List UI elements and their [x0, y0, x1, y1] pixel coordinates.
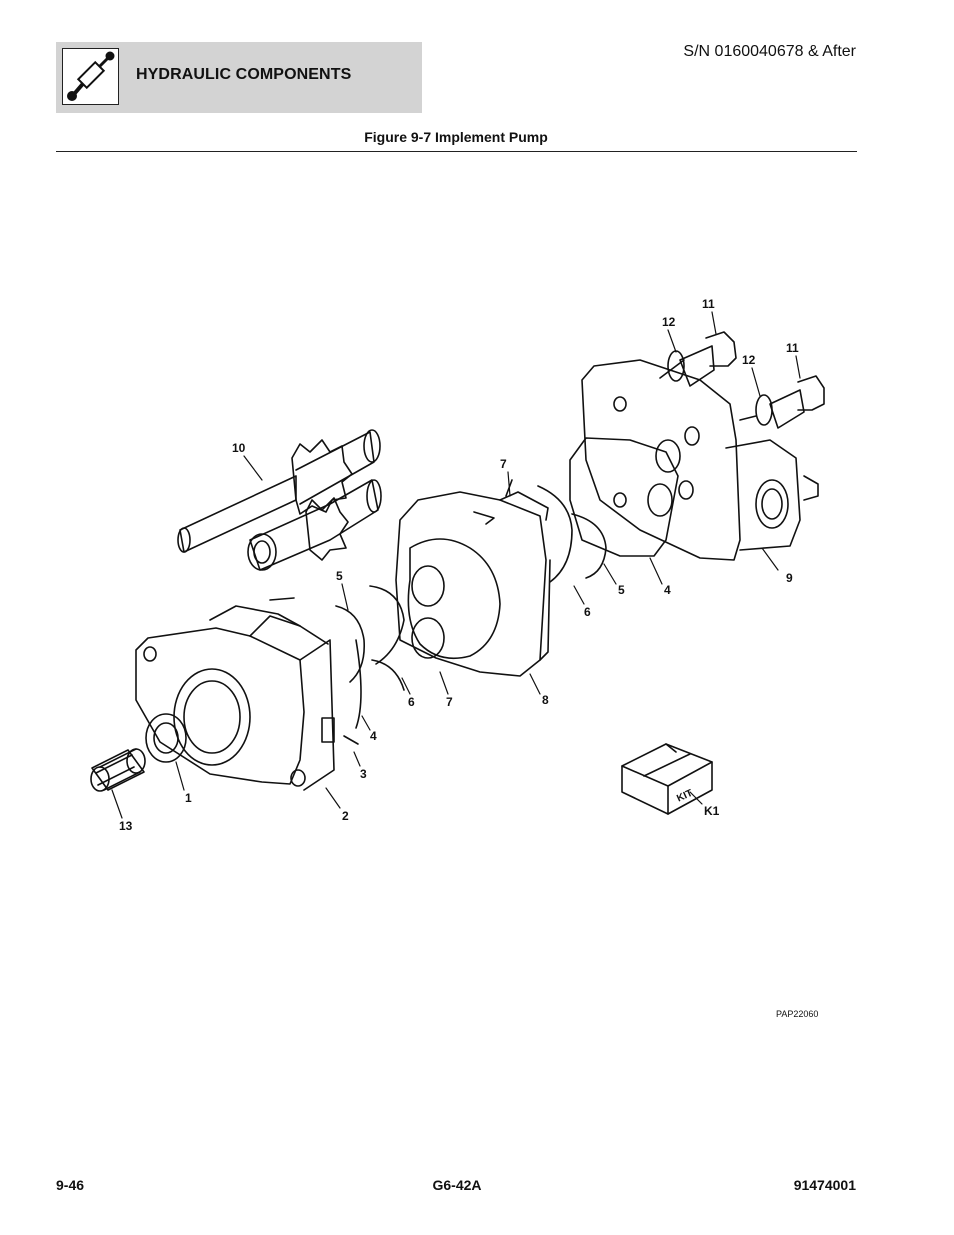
section-title: HYDRAULIC COMPONENTS — [136, 66, 352, 83]
pump-body-part — [395, 479, 551, 677]
callout-4-left: 4 — [370, 729, 377, 743]
callout-7-upper: 7 — [500, 457, 507, 471]
callout-9: 9 — [786, 571, 793, 585]
mounting-flange-part — [135, 597, 359, 791]
callout-12-upper: 12 — [662, 315, 676, 329]
callout-6-right: 6 — [584, 605, 591, 619]
callout-1: 1 — [185, 791, 192, 805]
callout-5-left: 5 — [336, 569, 343, 583]
right-seal-set-part — [537, 485, 607, 583]
callout-6-left: 6 — [408, 695, 415, 709]
callout-11-upper: 11 — [702, 297, 715, 311]
figure-title: Figure 9-7 Implement Pump — [364, 129, 548, 145]
manual-number: 91474001 — [793, 1177, 856, 1193]
callout-11-lower: 11 — [786, 341, 799, 355]
callout-13: 13 — [119, 819, 133, 833]
callout-5-right: 5 — [618, 583, 625, 597]
gasket-part — [569, 437, 679, 557]
callout-2: 2 — [342, 809, 349, 823]
needle-bearing-part — [90, 748, 146, 792]
kit-box-part — [621, 743, 713, 815]
callout-7-lower: 7 — [446, 695, 453, 709]
rear-cover-part — [581, 359, 819, 561]
callout-8: 8 — [542, 693, 549, 707]
header-rule — [56, 151, 857, 152]
bolt-washer-set-part — [659, 331, 825, 429]
left-seal-set-part — [335, 585, 405, 729]
image-code: PAP22060 — [776, 1009, 818, 1019]
callout-k1: K1 — [704, 804, 720, 818]
callout-12-lower: 12 — [742, 353, 756, 367]
callout-4-right: 4 — [664, 583, 671, 597]
serial-number-range: S/N 0160040678 & After — [683, 43, 856, 60]
callout-3: 3 — [360, 767, 367, 781]
model-number: G6-42A — [432, 1177, 482, 1193]
hydraulic-cylinder-icon — [62, 48, 119, 105]
gear-shaft-assembly-part — [177, 429, 382, 571]
page-number: 9-46 — [56, 1177, 85, 1193]
callout-10: 10 — [232, 441, 246, 455]
callout-leaders — [111, 311, 801, 819]
